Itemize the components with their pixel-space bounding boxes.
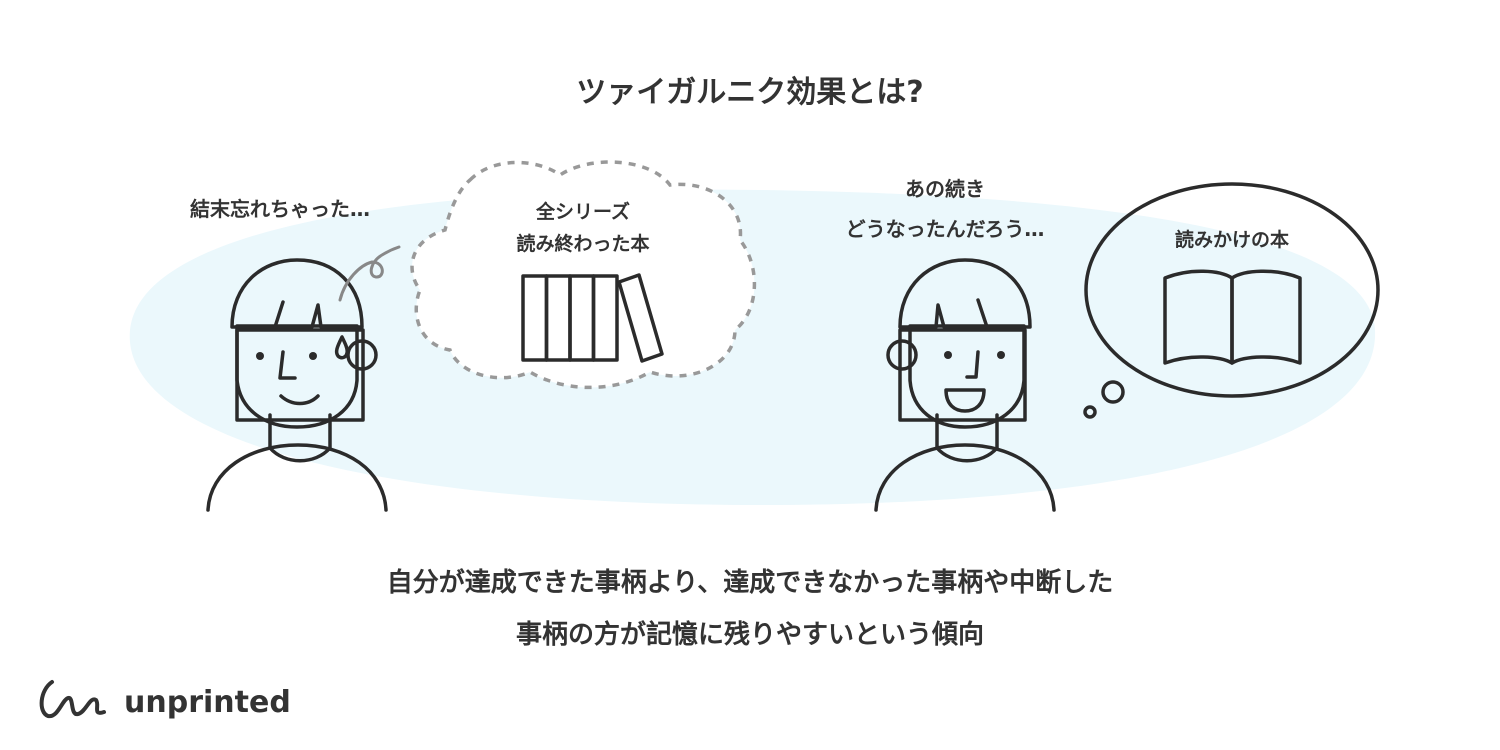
eye: [309, 352, 317, 360]
logo-mark-icon: [39, 680, 106, 719]
open-book-icon: [1163, 269, 1302, 365]
person-forgetting: [206, 245, 401, 512]
nose: [965, 350, 980, 379]
hair-top: [230, 258, 364, 329]
right-thought: 読みかけの本: [1175, 228, 1289, 251]
nose: [278, 350, 297, 380]
bang-line: [273, 300, 285, 329]
thought-dot-small: [1083, 405, 1097, 419]
confusion-swirl-icon: [338, 245, 401, 302]
sweat-drop-icon: [334, 335, 349, 360]
hair-top: [898, 258, 1032, 329]
neck: [268, 413, 332, 463]
right-speech-line1: あの続き: [905, 177, 985, 201]
ear: [886, 339, 918, 371]
face: [235, 324, 359, 429]
neck: [935, 413, 999, 463]
logo-text: unprinted: [124, 685, 291, 720]
person-curious: [874, 258, 1056, 512]
unprinted-logo: unprinted: [39, 680, 291, 720]
caption-line1: 自分が達成できた事柄より、達成できなかった事柄や中断した: [387, 567, 1113, 598]
left-thought-line2: 読み終わった本: [516, 232, 649, 255]
eye: [256, 352, 264, 360]
left-thought-line1: 全シリーズ: [535, 200, 630, 223]
bang-line: [976, 298, 989, 329]
eye: [944, 351, 952, 359]
mouth: [279, 394, 320, 406]
right-speech-line2: どうなったんだろう…: [846, 217, 1045, 241]
open-mouth: [944, 388, 986, 413]
hair-back: [235, 328, 365, 422]
shoulders: [206, 443, 388, 512]
shoulders: [874, 443, 1056, 512]
hair-back: [898, 328, 1027, 422]
caption-line2: 事柄の方が記憶に残りやすいという傾向: [516, 619, 984, 650]
eye: [997, 351, 1005, 359]
thought-bubble: [1084, 182, 1380, 398]
face: [908, 324, 1026, 429]
finished-books-icon: [521, 273, 664, 363]
thought-dot-large: [1101, 380, 1125, 404]
page-title: ツァイガルニク効果とは?: [576, 75, 923, 110]
left-speech: 結末忘れちゃった…: [190, 197, 370, 221]
